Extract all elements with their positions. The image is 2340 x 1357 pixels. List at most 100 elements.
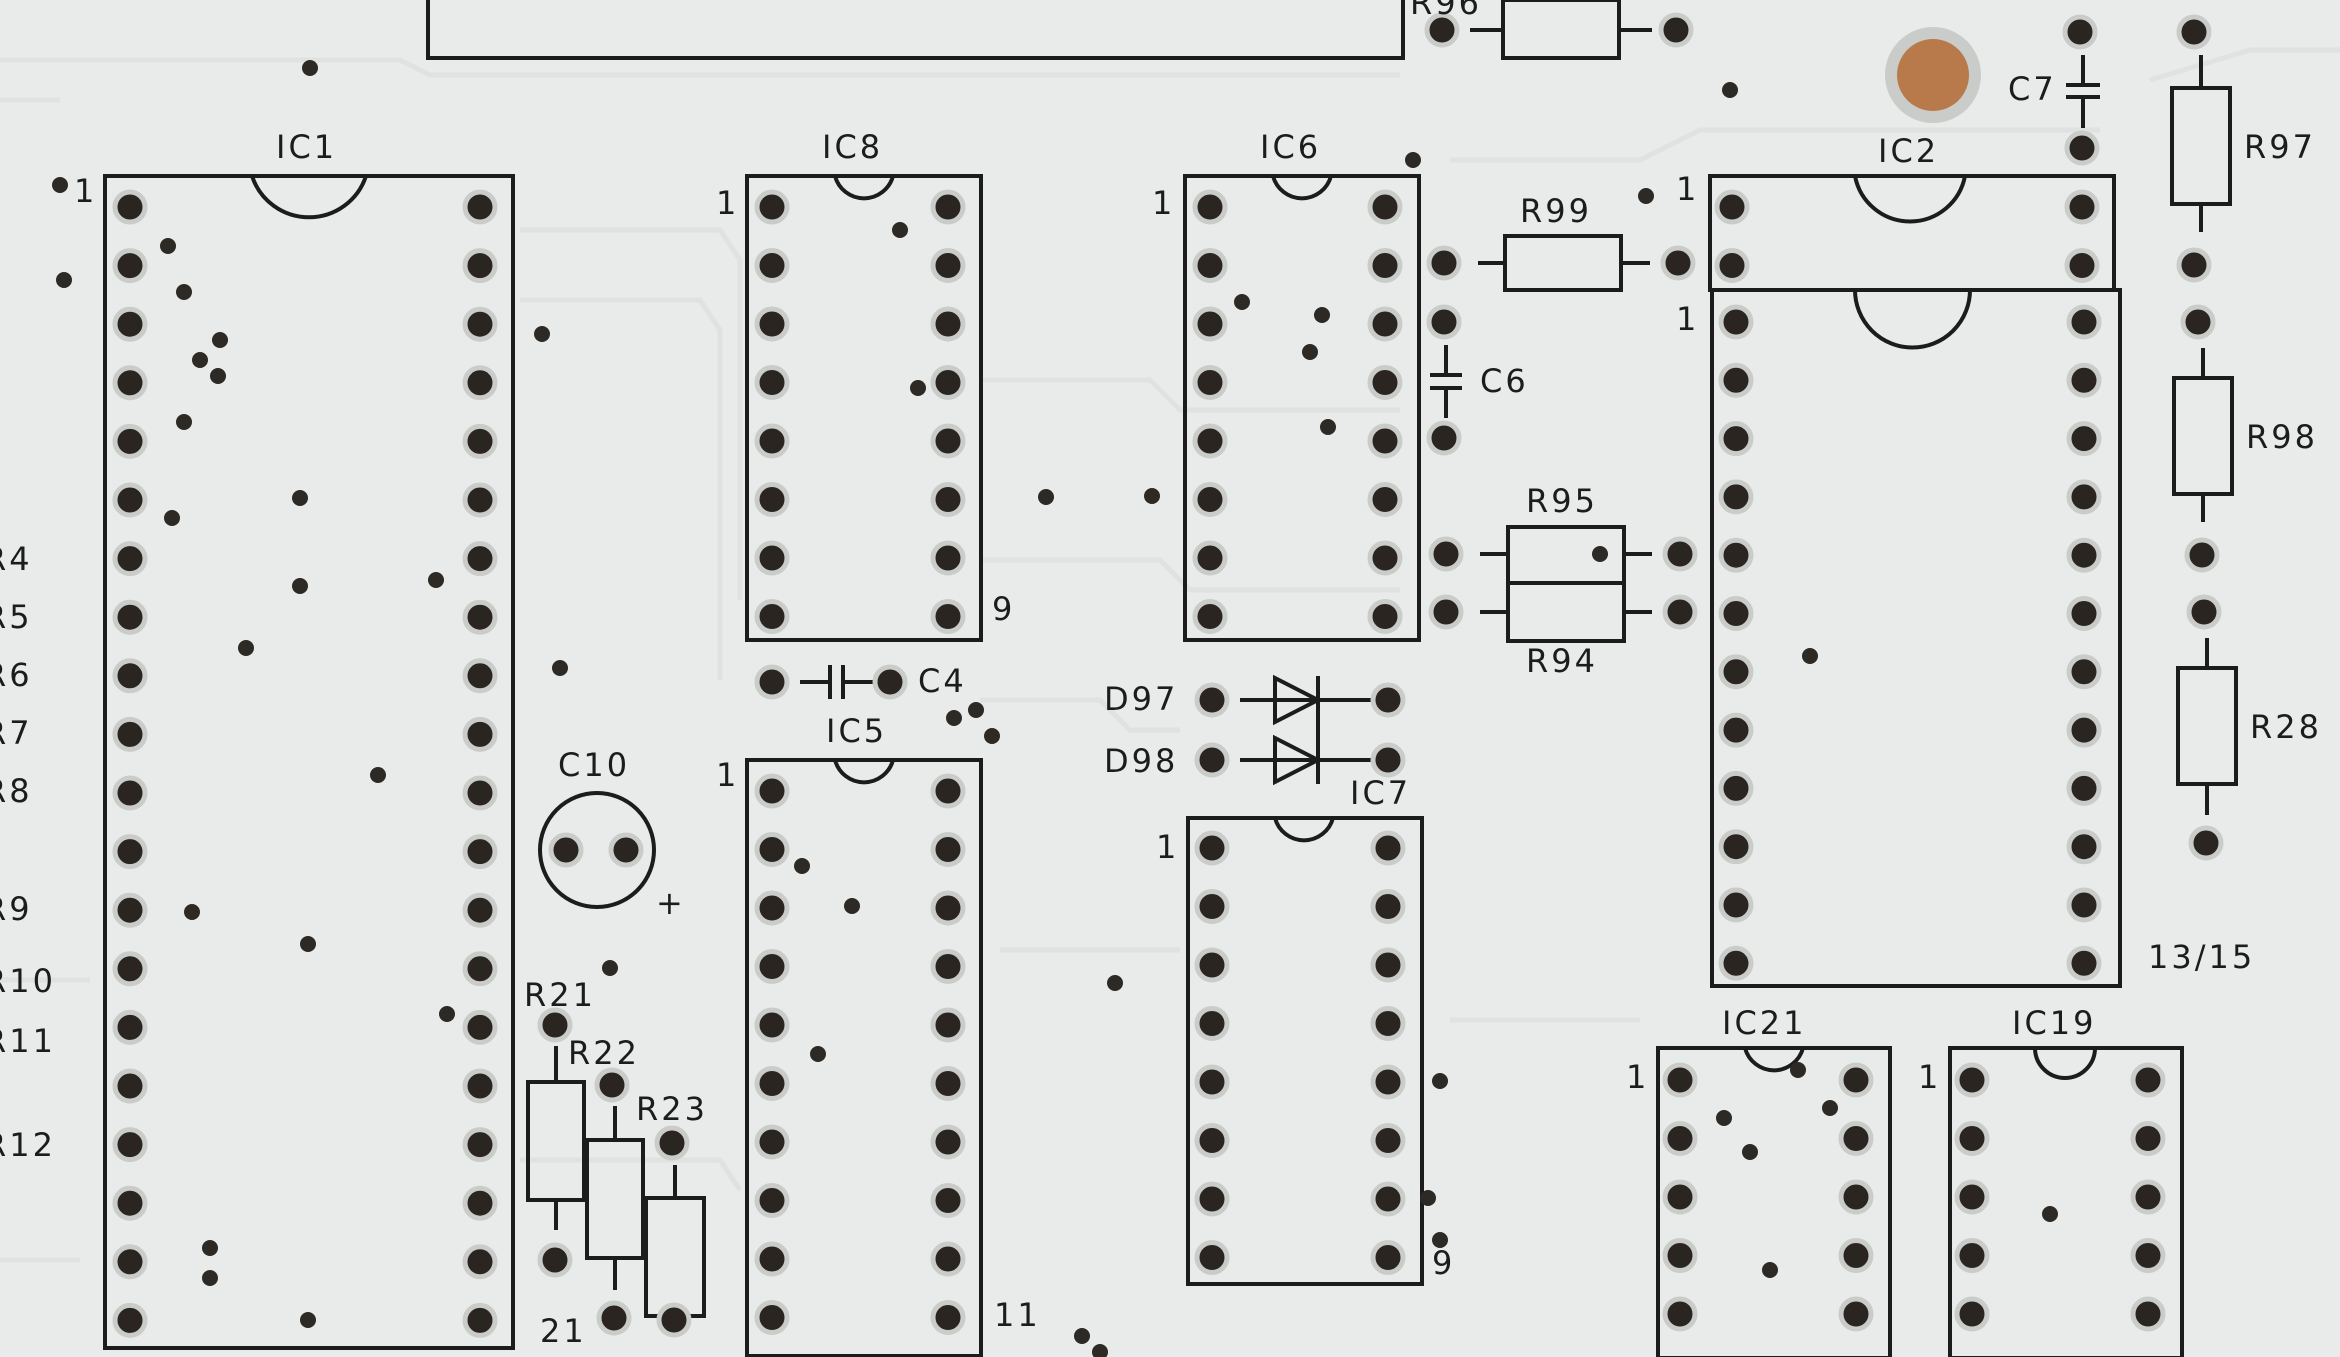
label-ic2-pin1: 1 — [1676, 170, 1699, 208]
ic1-pad — [112, 658, 148, 694]
label-c10: C10 — [558, 746, 630, 784]
ic2-pad — [2066, 712, 2102, 748]
label-ic2-pins: 13/15 — [2148, 938, 2255, 976]
ic8-pad — [930, 423, 966, 459]
label-ic8: IC8 — [822, 128, 883, 166]
component-pad — [2176, 247, 2212, 283]
ic8-pad — [930, 248, 966, 283]
ic6-pad — [1367, 189, 1403, 225]
ic2-pad — [2066, 829, 2102, 865]
ic7-pad — [1194, 830, 1230, 866]
component-pad — [1426, 420, 1462, 456]
ic1-pad — [112, 1127, 148, 1163]
ic1-pad — [462, 599, 498, 635]
ic7-pad — [1370, 1064, 1406, 1100]
ic6-pad — [1192, 540, 1228, 576]
ic2-pad — [1718, 362, 1754, 398]
label-ic2b-pin1: 1 — [1676, 300, 1699, 338]
ic1-pad — [112, 716, 148, 752]
via — [1234, 294, 1250, 310]
ic5-footprint — [745, 758, 983, 1357]
ic21-footprint — [1656, 1046, 1892, 1357]
component-pad — [1428, 536, 1464, 572]
ic21-pad — [1662, 1296, 1698, 1332]
via — [1405, 152, 1421, 168]
r21-r22-r23-footprint — [526, 1046, 706, 1330]
via — [1722, 82, 1738, 98]
label-ic1-pin1: 1 — [74, 172, 97, 210]
ic6-pad — [1192, 423, 1228, 459]
ic21-pad — [1662, 1062, 1698, 1098]
ic1-pad — [462, 1302, 498, 1338]
component-pad — [2188, 825, 2224, 861]
ic7-pad — [1370, 830, 1406, 866]
ic8-pad — [930, 365, 966, 400]
ic2-pad — [2066, 770, 2102, 806]
via — [52, 177, 68, 193]
ic8-pad — [930, 540, 966, 576]
ic8-pad — [754, 482, 790, 517]
ic6-pad — [1192, 189, 1228, 225]
via — [1432, 1073, 1448, 1089]
ic8-pad — [754, 423, 790, 459]
via — [844, 898, 860, 914]
ic2-pad — [2066, 596, 2102, 631]
via — [292, 578, 308, 594]
trace-layer — [0, 47, 2340, 1263]
label-r99: R99 — [1520, 192, 1592, 230]
component-pad — [2062, 14, 2098, 50]
ic1-pad — [462, 1009, 498, 1045]
label-ic2: IC2 — [1878, 132, 1939, 170]
r98-footprint — [2172, 348, 2234, 522]
ic1-pad — [462, 1068, 498, 1104]
ic1-pad — [462, 1244, 498, 1280]
label-r95: R95 — [1526, 482, 1598, 520]
label-r21: R21 — [524, 976, 596, 1014]
ic8-pad — [930, 189, 966, 225]
ic5-pad — [930, 1241, 966, 1277]
via — [1314, 307, 1330, 323]
ic1-pad — [462, 541, 498, 577]
ic8-pad — [754, 306, 790, 342]
ic1-pad — [112, 1068, 148, 1104]
ic19-pad — [1954, 1121, 1990, 1156]
via — [1716, 1110, 1732, 1126]
component-pad — [1428, 594, 1464, 630]
label-ic7-pin9: 9 — [1432, 1244, 1455, 1282]
ic19-pad — [1954, 1062, 1990, 1098]
ic2-pad — [2066, 479, 2102, 515]
component-pad — [754, 664, 790, 700]
via — [176, 414, 192, 430]
ic19-pad — [1954, 1179, 1990, 1215]
ic1-pad — [112, 1244, 148, 1280]
ic1-pad — [462, 716, 498, 752]
ic5-pad — [930, 773, 966, 809]
label-r12: R12 — [0, 1126, 56, 1164]
ic6-footprint — [1183, 174, 1421, 642]
ic2-pad — [1718, 304, 1754, 340]
label-r8: R8 — [0, 772, 33, 810]
ic1-pad — [112, 423, 148, 459]
label-r23: R23 — [636, 1090, 708, 1128]
component-pad — [596, 1300, 632, 1336]
mounting-hole-copper — [1897, 39, 1969, 111]
ic1-pad — [112, 834, 148, 870]
via — [602, 960, 618, 976]
ic6-pad — [1367, 423, 1403, 459]
ic6-pad — [1192, 248, 1228, 283]
ic1-pad — [462, 658, 498, 694]
ic5-pad — [754, 1066, 790, 1101]
label-r28: R28 — [2250, 708, 2322, 746]
c6-footprint — [1430, 345, 1462, 418]
ic2-footprint — [1708, 174, 2122, 988]
via — [1790, 1062, 1806, 1078]
component-pad — [654, 1125, 690, 1161]
via — [56, 272, 72, 288]
label-ic6-pin1: 1 — [1152, 184, 1175, 222]
component-pad — [2176, 14, 2212, 50]
r96-footprint — [1470, 0, 1652, 60]
label-r11: R11 — [0, 1022, 56, 1060]
ic6-pad — [1367, 248, 1403, 283]
ic5-pad — [754, 1124, 790, 1160]
ic5-pad — [754, 1183, 790, 1218]
